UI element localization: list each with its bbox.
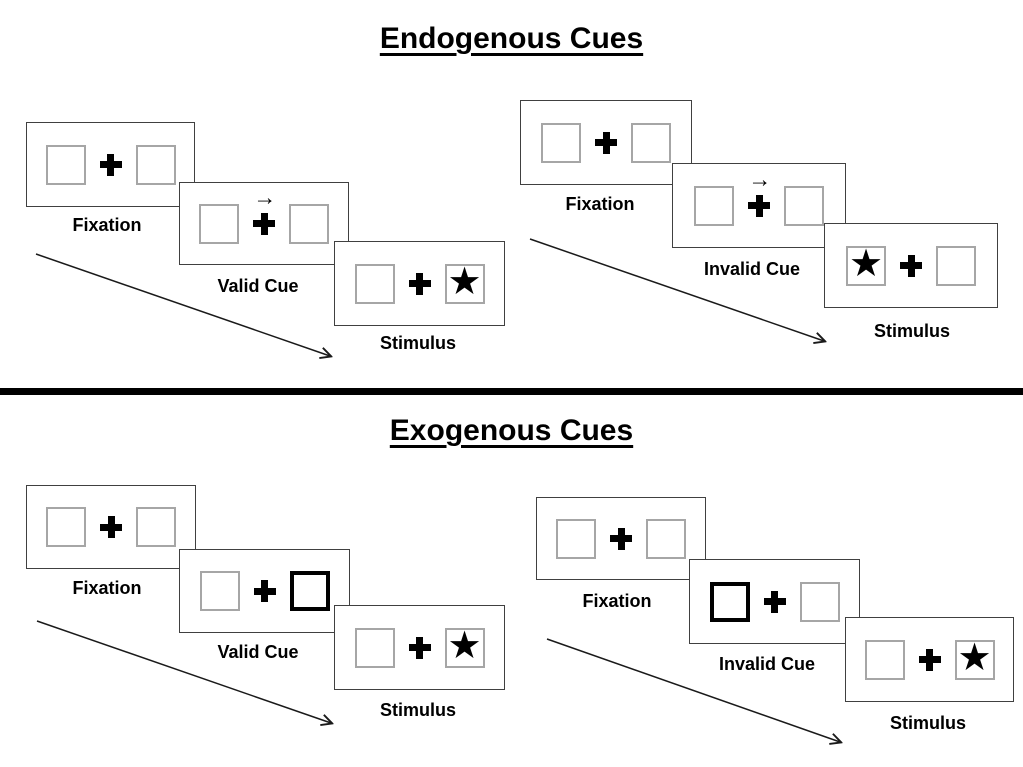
frame-label-cue: Valid Cue: [217, 276, 299, 296]
fixation-frame: [26, 485, 196, 569]
fixation-frame: [520, 100, 692, 185]
left-placeholder-box: [694, 185, 734, 226]
cue-arrow-icon: →: [253, 183, 277, 210]
timeline-arrow: [546, 638, 847, 749]
section-title-endogenous: Endogenous Cues: [379, 22, 644, 55]
highlighted-cue-box: [289, 571, 330, 611]
right-placeholder-box: [936, 245, 976, 286]
fixation-cross-icon: [610, 527, 632, 550]
fixation-cross-icon: [99, 153, 122, 176]
left-placeholder-box: [45, 144, 86, 185]
star-icon: ★: [447, 624, 482, 667]
left-placeholder-box: [354, 627, 395, 668]
cue-frame: →: [179, 182, 349, 265]
section-title-exogenous: Exogenous Cues: [389, 414, 634, 447]
highlighted-cue-box: [709, 581, 750, 622]
cue-frame: →: [672, 163, 846, 248]
left-placeholder-box: [199, 571, 240, 611]
frame-label-fixation: Fixation: [565, 194, 635, 214]
target-box: ★: [444, 260, 485, 304]
target-box: ★: [444, 624, 485, 668]
stimulus-frame: ★: [334, 241, 505, 326]
left-placeholder-box: [864, 639, 905, 680]
star-icon: ★: [447, 260, 482, 303]
fixation-cross-icon: [408, 636, 431, 659]
left-placeholder-box: [199, 203, 239, 244]
left-placeholder-box: [46, 507, 86, 547]
frame-label-cue: Valid Cue: [217, 642, 299, 662]
frame-label-fixation: Fixation: [72, 578, 142, 598]
right-placeholder-box: [799, 581, 840, 622]
fixation-cross-icon: [918, 648, 941, 671]
frame-label-fixation: Fixation: [72, 215, 142, 235]
fixation-cross-icon: [100, 516, 122, 538]
fixation-cross-icon: →: [748, 167, 771, 217]
timeline-arrow: [529, 238, 830, 349]
right-placeholder-box: [784, 185, 824, 226]
frame-label-fixation: Fixation: [582, 591, 652, 611]
right-placeholder-box: [135, 144, 176, 185]
frame-label-stimulus: Stimulus: [379, 333, 456, 353]
right-placeholder-box: [136, 507, 176, 547]
left-placeholder-box: [556, 518, 596, 559]
star-icon: ★: [848, 242, 884, 285]
fixation-cross-icon: [900, 254, 922, 277]
fixation-cross-icon: →: [253, 185, 276, 235]
frame-label-stimulus: Stimulus: [379, 700, 456, 720]
stimulus-frame: ★: [334, 605, 505, 690]
cue-frame: [179, 549, 350, 633]
fixation-cross-icon: [763, 590, 786, 613]
fixation-cross-icon: [253, 580, 276, 602]
right-placeholder-box: [289, 203, 329, 244]
target-box: ★: [846, 242, 886, 286]
section-divider: [0, 388, 1023, 395]
right-placeholder-box: [631, 122, 671, 163]
fixation-frame: [26, 122, 195, 207]
timeline-arrow: [36, 620, 337, 731]
right-placeholder-box: [646, 518, 686, 559]
fixation-frame: [536, 497, 706, 580]
left-placeholder-box: [541, 122, 581, 163]
frame-label-cue: Invalid Cue: [718, 654, 816, 674]
fixation-cross-icon: [595, 131, 617, 154]
frame-label-stimulus: Stimulus: [873, 321, 950, 341]
target-box: ★: [954, 636, 995, 680]
cue-arrow-icon: →: [748, 165, 772, 192]
frame-label-stimulus: Stimulus: [889, 713, 966, 733]
fixation-cross-icon: [408, 272, 431, 295]
timeline-arrow: [35, 253, 336, 364]
star-icon: ★: [957, 636, 992, 679]
left-placeholder-box: [354, 263, 395, 304]
frame-label-cue: Invalid Cue: [703, 259, 801, 279]
cue-frame: [689, 559, 860, 644]
stimulus-frame: ★: [824, 223, 998, 308]
stimulus-frame: ★: [845, 617, 1014, 702]
